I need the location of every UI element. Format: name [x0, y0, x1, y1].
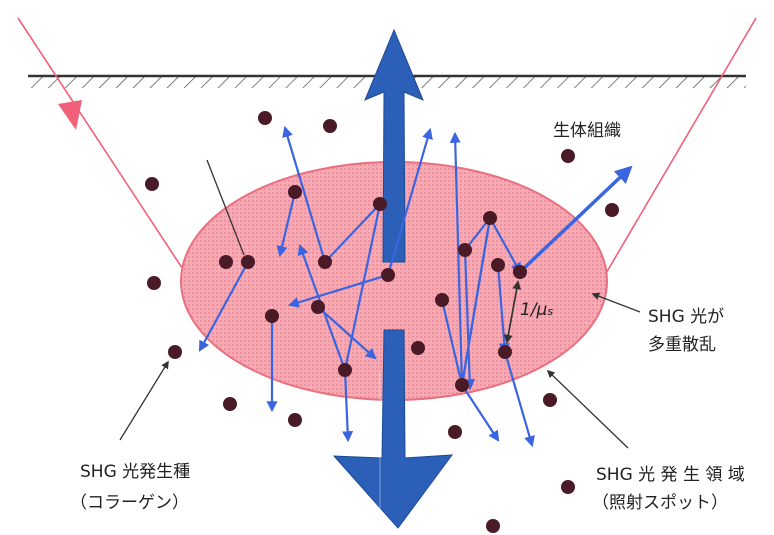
laser-line-left — [17, 17, 191, 281]
pointer-lines — [119, 159, 641, 449]
particle — [338, 363, 352, 377]
pointer-scatter — [591, 292, 641, 313]
particle — [145, 177, 159, 191]
scatter-label-line1: SHG 光が — [648, 307, 725, 327]
particle — [265, 309, 279, 323]
particle — [381, 268, 395, 282]
particle — [219, 255, 233, 269]
region-label-line1: SHG 光 発 生 領 域 — [596, 465, 745, 485]
particle — [435, 293, 449, 307]
escaping-scatter-ray — [518, 165, 633, 274]
arrow-up-icon — [364, 28, 424, 263]
particle — [318, 255, 332, 269]
scatter-path-13 — [461, 384, 500, 442]
arrow-down-icon — [332, 329, 454, 529]
collagen-particles — [145, 111, 619, 533]
particle — [288, 413, 302, 427]
pointer-collagen-inside — [206, 159, 245, 256]
particle — [373, 197, 387, 211]
pointer-collagen — [119, 360, 169, 441]
mean-free-path-indicator — [503, 280, 522, 344]
particle — [241, 255, 255, 269]
particle — [448, 425, 462, 439]
mfp-arrow-up — [506, 280, 522, 343]
scatter-paths — [198, 125, 535, 448]
particle — [311, 300, 325, 314]
particle — [605, 203, 619, 217]
particle — [458, 243, 472, 257]
particle — [498, 345, 512, 359]
particle — [483, 211, 497, 225]
mu-text: 1/μ — [520, 300, 548, 320]
laser-beam-icon — [17, 17, 757, 281]
particle — [323, 119, 337, 133]
scatter-path-14 — [503, 351, 535, 448]
scatter-path-1 — [198, 261, 249, 352]
source-label-line2: （コラーゲン） — [70, 493, 189, 513]
particle — [561, 149, 575, 163]
scatter-path-9 — [342, 369, 354, 443]
scatter-label-line2: 多重散乱 — [648, 335, 716, 355]
scatter-path-3 — [282, 125, 327, 263]
region-label-line2: （照射スポット） — [592, 493, 728, 513]
particle — [223, 397, 237, 411]
scatter-path-12 — [496, 264, 510, 355]
laser-direction-icon — [58, 100, 82, 130]
laser-line-right — [604, 17, 757, 276]
pointer-region — [546, 369, 629, 449]
particle — [168, 345, 182, 359]
scatter-path-7 — [287, 273, 389, 308]
particle — [455, 378, 469, 392]
scatter-path-8 — [386, 127, 433, 276]
particle — [491, 258, 505, 272]
tissue-label: 生体組織 — [553, 121, 621, 141]
particle — [486, 519, 500, 533]
particle — [411, 341, 425, 355]
particle — [543, 393, 557, 407]
particle — [513, 265, 527, 279]
particle — [288, 185, 302, 199]
mu-subscript: s — [547, 305, 554, 318]
mean-free-path-label: 1/μs — [520, 300, 553, 320]
scatter-path-2 — [276, 191, 297, 258]
source-label-line1: SHG 光発生種 — [80, 462, 191, 482]
scatter-path-6 — [317, 306, 377, 360]
particle — [561, 480, 575, 494]
particle — [147, 276, 161, 290]
particle — [258, 111, 272, 125]
